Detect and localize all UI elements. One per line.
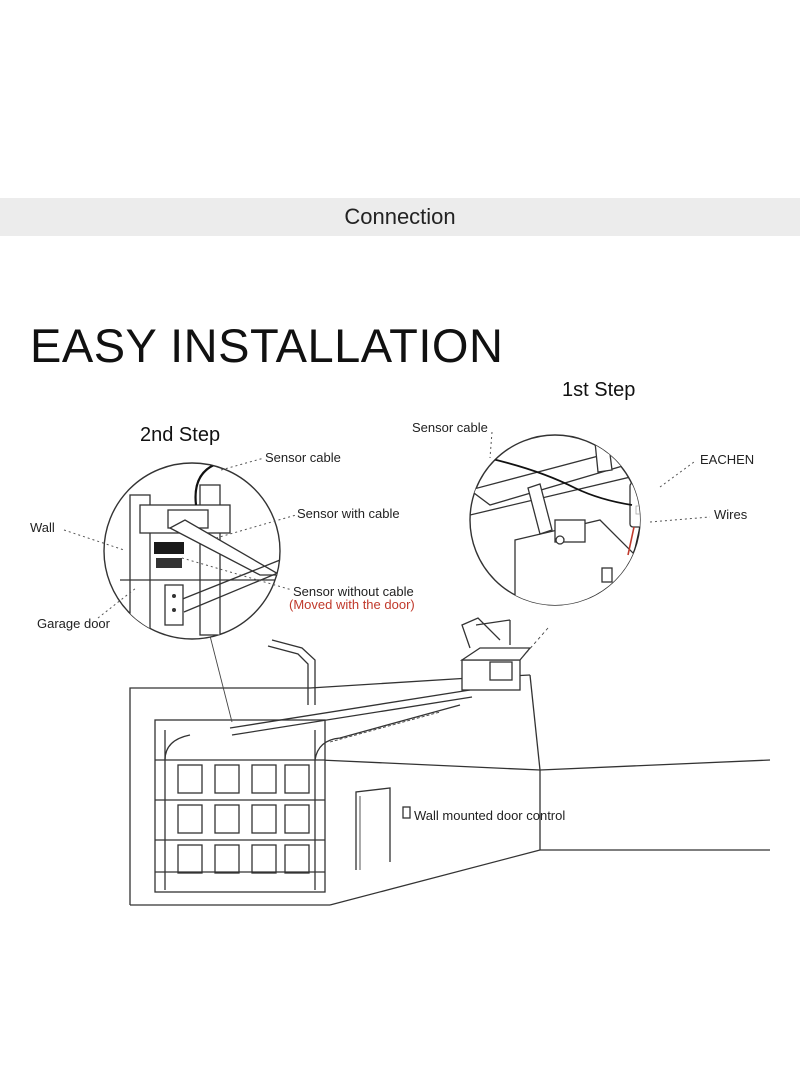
label-wall-mounted-control: Wall mounted door control [414,808,565,823]
pointer-line-left [207,627,233,723]
label-wires: Wires [714,507,748,522]
garage-room [129,674,771,906]
door-window-panel [251,804,277,834]
door-window-panel [177,804,203,834]
label-sensor-with-cable: Sensor with cable [297,506,400,521]
step1-title: 1st Step [562,379,635,401]
leader-sensor-cable-left [220,457,265,471]
leader-wall [63,529,125,551]
leader-sensor-cable-right [489,431,493,459]
door-window-panel [284,844,310,874]
leader-sensor-without-cable [181,557,293,591]
pointer-line-right [519,627,549,661]
door-window-panel [177,764,203,794]
door-window-panel [251,844,277,874]
label-sensor-cable-right: Sensor cable [412,420,488,435]
garage-door [154,704,461,893]
label-moved-with-door: (Moved with the door) [289,597,415,612]
side-door [355,787,391,870]
door-window-panel [214,804,240,834]
leader-sensor-with-cable [215,514,297,539]
leader-garage-door [97,587,137,619]
banner-title: Connection [344,204,456,229]
door-window-panel [284,804,310,834]
door-window-panel [214,844,240,874]
label-wall: Wall [30,520,55,535]
step2-detail-circle [103,462,281,640]
door-window-panel [177,844,203,874]
label-eachen: EACHEN [700,452,754,467]
step1-detail-circle [469,434,641,606]
leader-eachen [659,461,695,488]
connection-banner: Connection [0,198,800,236]
page-headline: EASY INSTALLATION [30,319,504,372]
door-window-panel [214,764,240,794]
door-window-panel [251,764,277,794]
label-sensor-cable-left: Sensor cable [265,450,341,465]
opener-motor-unit [459,617,532,691]
opener-rail [229,639,473,743]
label-sensor-without-cable: Sensor without cable [293,584,414,599]
step2-title: 2nd Step [140,424,220,446]
leader-wires [649,516,711,523]
label-garage-door: Garage door [37,616,111,631]
door-window-panel [284,764,310,794]
wall-control-icon [402,806,411,819]
